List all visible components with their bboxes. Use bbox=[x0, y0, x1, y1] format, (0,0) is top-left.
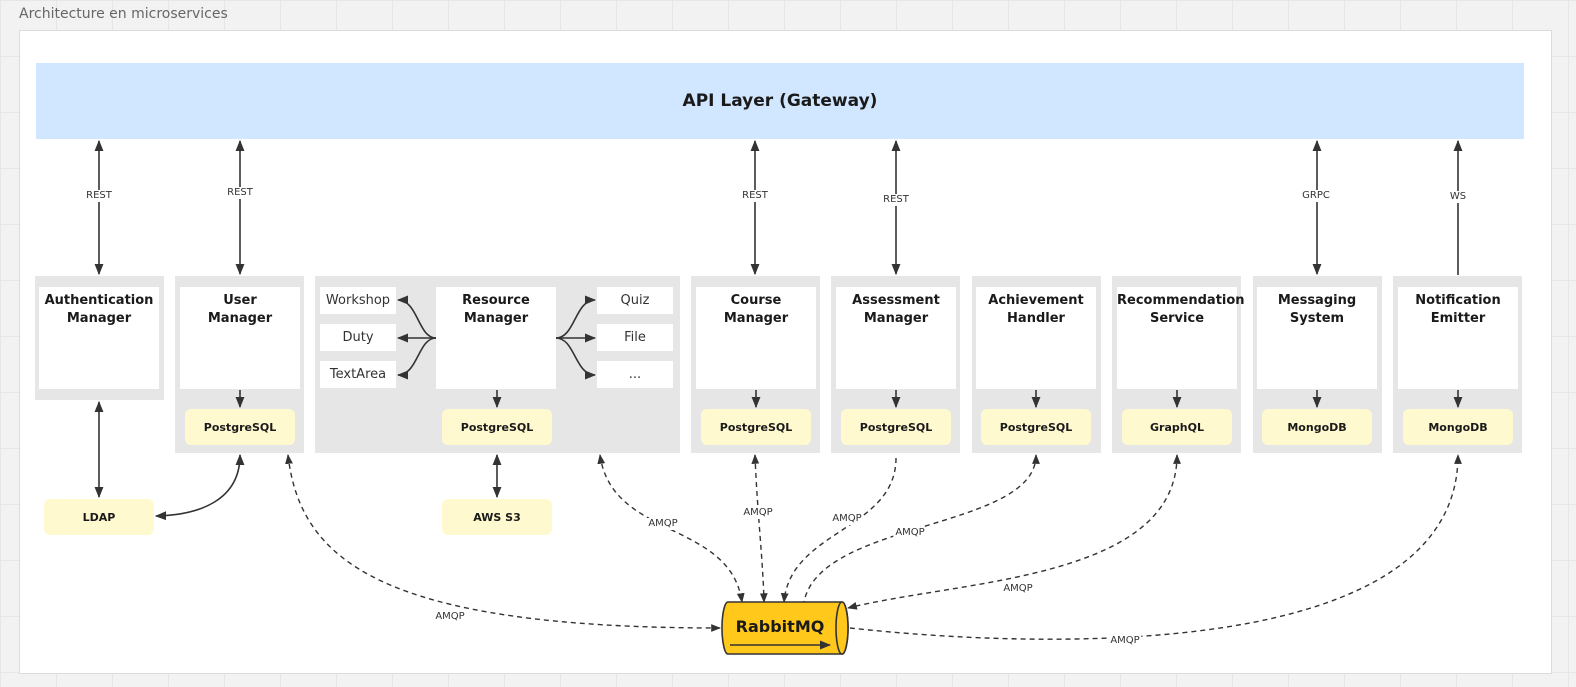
notification-db[interactable]: MongoDB bbox=[1403, 409, 1513, 445]
rabbitmq-broker-shape[interactable] bbox=[721, 601, 849, 655]
amqp-user bbox=[285, 454, 721, 632]
assessment-manager-card[interactable]: Assessment Manager bbox=[836, 287, 956, 389]
service-title-line: Achievement bbox=[988, 293, 1084, 308]
resource-type-quiz[interactable]: Quiz bbox=[597, 287, 673, 314]
amqp-notification bbox=[849, 454, 1462, 640]
fan-textarea bbox=[396, 337, 437, 380]
service-title-line: Service bbox=[1149, 311, 1205, 326]
amqp-label-resource: AMQP bbox=[646, 518, 680, 530]
achievement-handler-card[interactable]: Achievement Handler bbox=[976, 287, 1096, 389]
course-db[interactable]: PostgreSQL bbox=[701, 409, 811, 445]
service-title-line: Emitter bbox=[1430, 311, 1486, 326]
protocol-label-assessment: REST bbox=[881, 194, 911, 206]
resource-type-more[interactable]: ... bbox=[597, 361, 673, 388]
api-gateway-layer[interactable]: API Layer (Gateway) bbox=[36, 63, 1524, 139]
fan-quiz bbox=[555, 295, 597, 339]
amqp-assessment bbox=[780, 457, 897, 603]
resource-type-duty[interactable]: Duty bbox=[320, 324, 396, 351]
protocol-label-course: REST bbox=[740, 190, 770, 202]
protocol-label-user: REST bbox=[225, 187, 255, 199]
messaging-db[interactable]: MongoDB bbox=[1262, 409, 1372, 445]
notification-emitter-card[interactable]: Notification Emitter bbox=[1398, 287, 1518, 389]
assessment-db[interactable]: PostgreSQL bbox=[841, 409, 951, 445]
resource-db[interactable]: PostgreSQL bbox=[442, 409, 552, 445]
authentication-manager-card[interactable]: Authentication Manager bbox=[39, 287, 159, 389]
amqp-recommendation bbox=[847, 454, 1181, 610]
amqp-label-recommendation: AMQP bbox=[1001, 583, 1035, 595]
service-title-line: Assessment bbox=[852, 293, 940, 308]
service-title-line: Manager bbox=[66, 311, 132, 326]
service-title-line: Notification bbox=[1415, 293, 1501, 308]
link-userdb-ldap bbox=[154, 453, 245, 521]
recommendation-db[interactable]: GraphQL bbox=[1122, 409, 1232, 445]
service-title-line: Manager bbox=[463, 311, 529, 326]
amqp-label-user: AMQP bbox=[433, 611, 467, 623]
service-title-line: Manager bbox=[863, 311, 929, 326]
service-title-line: Resource bbox=[462, 293, 530, 308]
resource-manager-card[interactable]: Resource Manager bbox=[436, 287, 556, 389]
amqp-label-course: AMQP bbox=[741, 507, 775, 519]
recommendation-service-card[interactable]: Recommendation Service bbox=[1117, 287, 1245, 389]
course-manager-card[interactable]: Course Manager bbox=[696, 287, 816, 389]
amqp-label-notification: AMQP bbox=[1108, 635, 1142, 647]
service-title-line: Authentication bbox=[44, 293, 154, 308]
fan-more bbox=[555, 337, 597, 380]
amqp-label-assessment: AMQP bbox=[830, 513, 864, 525]
resource-type-textarea[interactable]: TextArea bbox=[320, 361, 396, 388]
service-title-line: System bbox=[1289, 311, 1345, 326]
service-title-line: Manager bbox=[207, 311, 273, 326]
service-title-line: Manager bbox=[723, 311, 789, 326]
service-title-line: Course bbox=[730, 293, 782, 308]
messaging-system-card[interactable]: Messaging System bbox=[1257, 287, 1377, 389]
rabbitmq-label: RabbitMQ bbox=[735, 616, 825, 636]
resource-type-file[interactable]: File bbox=[597, 324, 673, 351]
service-title-line: Messaging bbox=[1277, 293, 1357, 308]
frame-title: Architecture en microservices bbox=[19, 6, 228, 22]
service-title-line: User bbox=[223, 293, 257, 308]
amqp-course bbox=[751, 454, 768, 603]
protocol-label-auth: REST bbox=[84, 190, 114, 202]
protocol-label-notification: WS bbox=[1447, 191, 1469, 203]
service-title-line: Handler bbox=[1007, 311, 1065, 326]
user-db[interactable]: PostgreSQL bbox=[185, 409, 295, 445]
user-manager-card[interactable]: User Manager bbox=[180, 287, 300, 389]
service-title-line: Recommendation bbox=[1117, 293, 1245, 308]
resource-type-workshop[interactable]: Workshop bbox=[320, 287, 396, 314]
achievement-db[interactable]: PostgreSQL bbox=[981, 409, 1091, 445]
ldap-store[interactable]: LDAP bbox=[44, 499, 154, 535]
fan-workshop bbox=[396, 295, 437, 339]
amqp-label-achievement: AMQP bbox=[893, 527, 927, 539]
protocol-label-messaging: GRPC bbox=[1300, 190, 1332, 202]
